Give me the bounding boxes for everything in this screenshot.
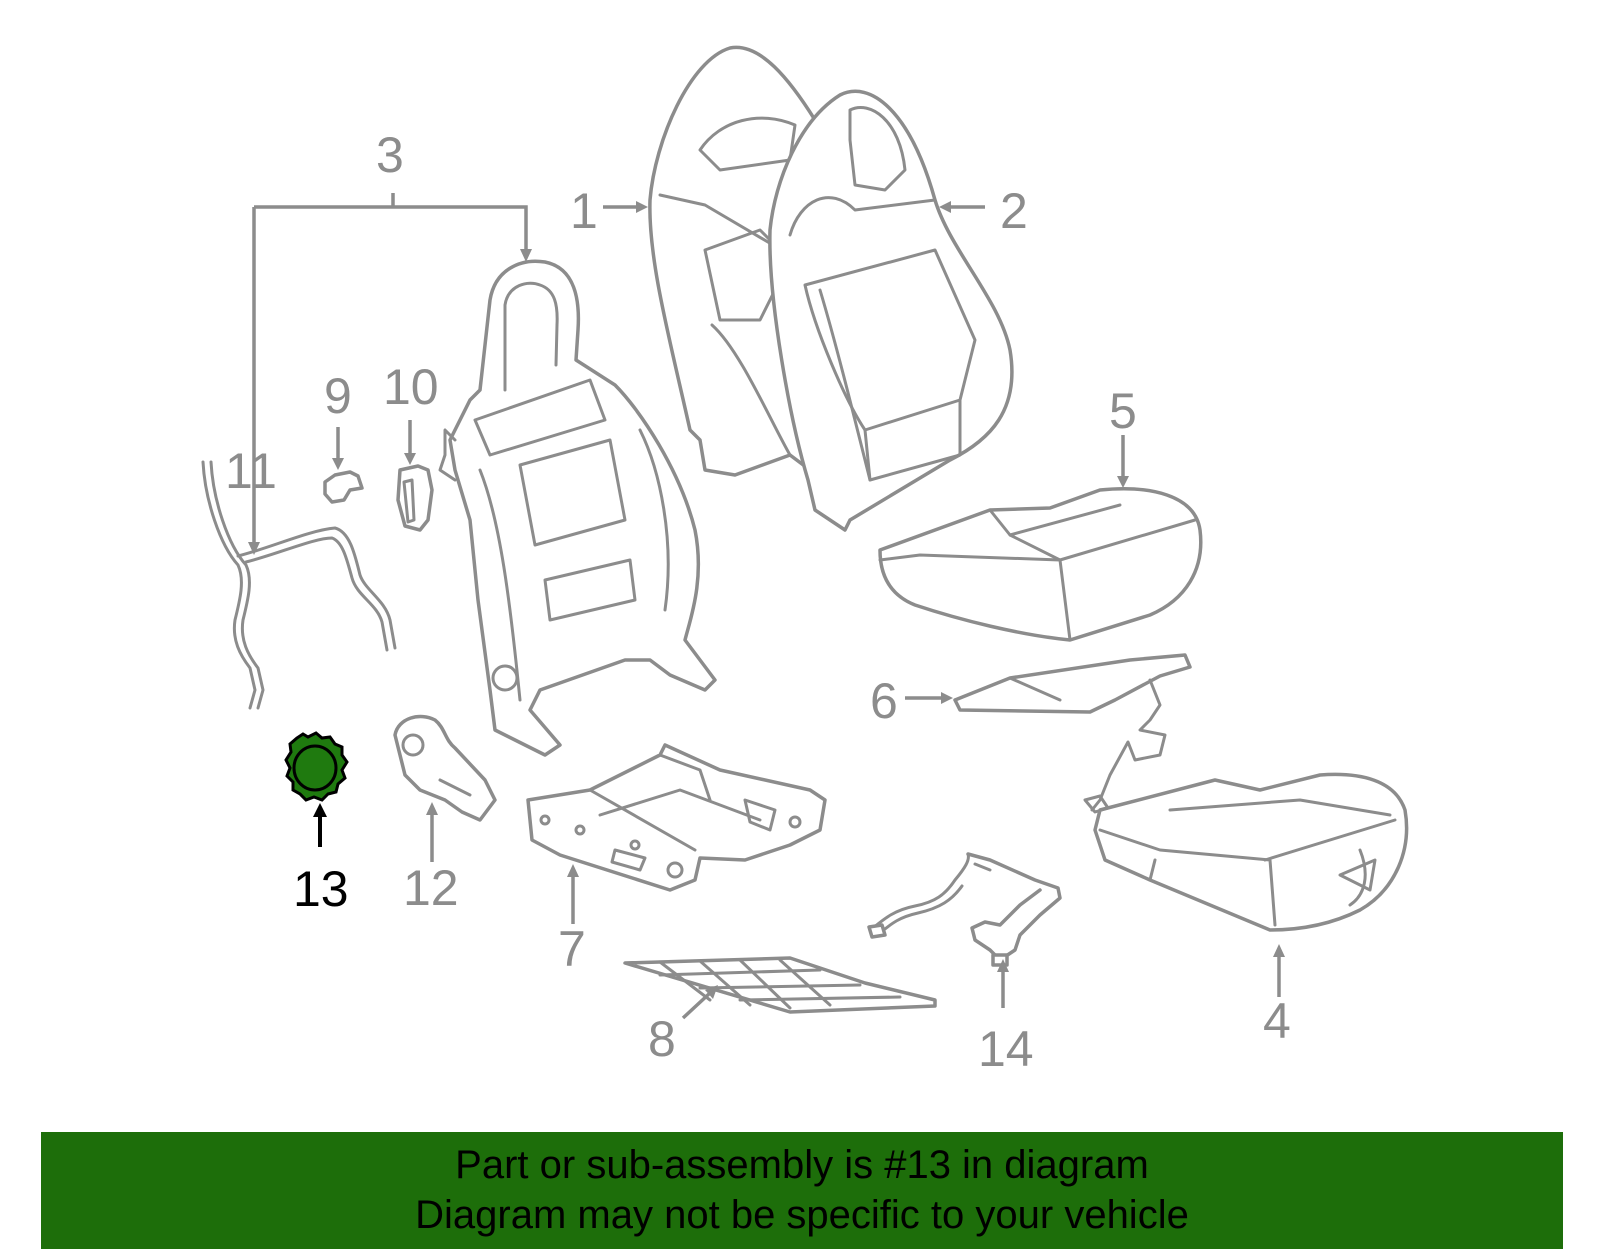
part-12-recliner-cover[interactable] [393, 714, 497, 822]
callout-4: 4 [1263, 993, 1291, 1049]
part-8-heater-mat[interactable] [623, 956, 937, 1014]
callout-7: 7 [558, 921, 586, 977]
part-14-harness[interactable] [867, 852, 1062, 967]
callout-9: 9 [324, 368, 352, 424]
callout-13: 13 [293, 861, 349, 917]
callout-8: 8 [648, 1011, 676, 1067]
leader-lines [248, 193, 1285, 1020]
callout-12: 12 [403, 860, 459, 916]
banner-disclaimer-line: Diagram may not be specific to your vehi… [415, 1193, 1189, 1237]
part-11-wire-harness[interactable] [201, 460, 397, 710]
part-7-seat-frame[interactable] [526, 743, 827, 892]
callout-10: 10 [383, 359, 439, 415]
part-6-cushion-pan[interactable] [953, 653, 1192, 814]
part-13-highlighted-knob[interactable] [284, 731, 349, 802]
part-4-seat-cushion-cover[interactable] [1093, 772, 1409, 932]
callout-14: 14 [978, 1021, 1034, 1077]
part-9-knob[interactable] [323, 470, 364, 504]
callout-1: 1 [570, 183, 598, 239]
info-banner: Part or sub-assembly is #13 in diagram D… [41, 1132, 1563, 1249]
callout-2: 2 [1000, 183, 1028, 239]
callout-11: 11 [225, 443, 277, 499]
banner-part-line: Part or sub-assembly is #13 in diagram [455, 1143, 1149, 1187]
part-seat-back-frame[interactable] [438, 259, 717, 757]
part-10-cover[interactable] [396, 464, 434, 532]
callout-6: 6 [870, 673, 898, 729]
callout-3: 3 [376, 127, 404, 183]
part-2-seat-back-cover[interactable] [768, 89, 1014, 532]
seat-parts-diagram: 1 2 3 4 5 6 7 8 9 10 11 12 13 14 [201, 45, 1409, 1077]
part-5-seat-cushion[interactable] [878, 487, 1203, 642]
callout-5: 5 [1109, 383, 1137, 439]
